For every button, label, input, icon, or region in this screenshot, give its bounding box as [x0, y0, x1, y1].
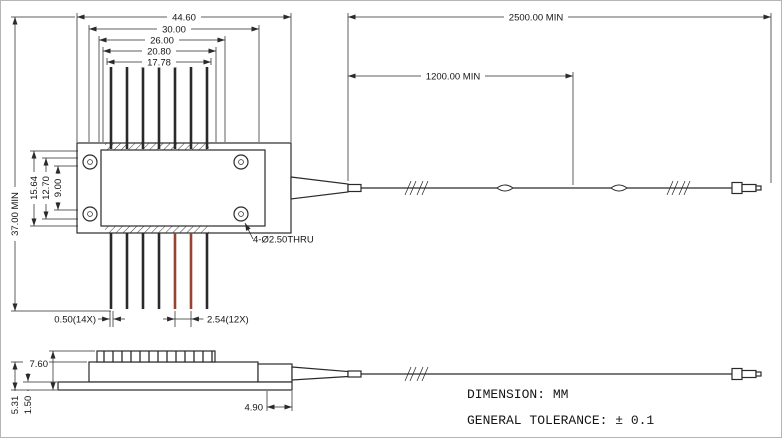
- dim-width-26: 26.00: [150, 36, 174, 47]
- connector-tip: [755, 185, 762, 191]
- side-fiber-boot: [347, 370, 362, 378]
- mounting-hole: [233, 206, 249, 222]
- connector-ferrule: [741, 369, 757, 379]
- mounting-hole-center: [87, 211, 93, 217]
- connector-ferrule: [741, 183, 757, 193]
- fiber-connector: [731, 181, 762, 195]
- lid-hatch-top: [105, 143, 209, 150]
- side-fiber-connector: [731, 367, 762, 381]
- mounting-hole-center: [238, 159, 244, 165]
- dim-fiber-1200-min: 1200.00 MIN: [426, 72, 481, 83]
- mounting-hole: [82, 154, 98, 170]
- lid-hatch-bottom: [105, 226, 209, 233]
- package-outline: [76, 142, 292, 234]
- dim-overall-height: 37.00 MIN: [9, 187, 21, 241]
- dim-body-width: 30.00: [162, 25, 186, 36]
- side-view: [57, 350, 762, 391]
- svg-text:12.70: 12.70: [41, 176, 52, 200]
- dim-side-5-31: 5.31: [9, 391, 21, 419]
- mounting-hole-center: [238, 211, 244, 217]
- dim-pin-pitch: 2.54(12X): [207, 315, 249, 326]
- dim-height-15-64: 15.64: [28, 172, 40, 204]
- side-view-dimensions: 7.60 5.31 1.50 4.90: [9, 350, 293, 419]
- connector-tip: [755, 371, 762, 377]
- lower-lead-pins: [109, 233, 209, 309]
- svg-text:15.64: 15.64: [29, 176, 40, 200]
- side-body: [88, 361, 259, 383]
- connector-body: [731, 181, 743, 195]
- fiber-loop: [610, 184, 628, 192]
- mounting-holes: [82, 154, 249, 222]
- mounting-hole: [82, 206, 98, 222]
- upper-lead-pins: [109, 67, 209, 149]
- dim-side-height: 7.60: [30, 359, 49, 370]
- dim-pin-width: 0.50(14X): [54, 315, 96, 326]
- package-inner-outline: [100, 149, 266, 227]
- dim-pin-span: 17.78: [147, 58, 171, 69]
- dim-height-9-00: 9.00: [52, 174, 64, 202]
- svg-text:37.00 MIN: 37.00 MIN: [10, 192, 21, 236]
- dim-side-1-50: 1.50: [22, 391, 34, 419]
- fiber-boot: [347, 183, 362, 193]
- connector-body: [731, 367, 743, 381]
- dim-side-offset: 4.90: [245, 403, 264, 414]
- dim-height-12-70: 12.70: [40, 172, 52, 204]
- top-view: [76, 67, 762, 309]
- svg-text:1.50: 1.50: [23, 396, 34, 415]
- mounting-hole: [233, 154, 249, 170]
- mounting-hole-center: [87, 159, 93, 165]
- side-fiber-snout: [291, 366, 349, 381]
- side-fiber-splice-marks: [404, 366, 429, 382]
- dim-overall-width: 44.60: [172, 13, 196, 24]
- side-baseplate: [57, 381, 293, 391]
- package-body: [76, 142, 292, 234]
- side-boot-section: [257, 363, 293, 383]
- note-general-tolerance: GENERAL TOLERANCE: ± 0.1: [467, 413, 654, 428]
- dim-fiber-length-min: 2500.00 MIN: [509, 13, 564, 24]
- fiber-loop: [496, 184, 514, 192]
- top-view-dimensions: 44.60 30.00 26.00 20.80 17.78 2500.00 MI…: [9, 11, 772, 327]
- fiber-splice-marks: [404, 180, 691, 196]
- dim-width-20-8: 20.80: [147, 47, 171, 58]
- extension-lines: [11, 13, 772, 327]
- hole-callout: 4-Ø2.50THRU: [253, 235, 314, 246]
- note-dimension-unit: DIMENSION: MM: [467, 387, 568, 402]
- side-lid-fins: [97, 351, 215, 362]
- fiber-snout: [290, 176, 349, 200]
- svg-text:9.00: 9.00: [53, 179, 64, 198]
- fiber-pigtail-top: [290, 176, 762, 200]
- svg-text:5.31: 5.31: [10, 396, 21, 415]
- notes: DIMENSION: MM GENERAL TOLERANCE: ± 0.1: [467, 387, 654, 428]
